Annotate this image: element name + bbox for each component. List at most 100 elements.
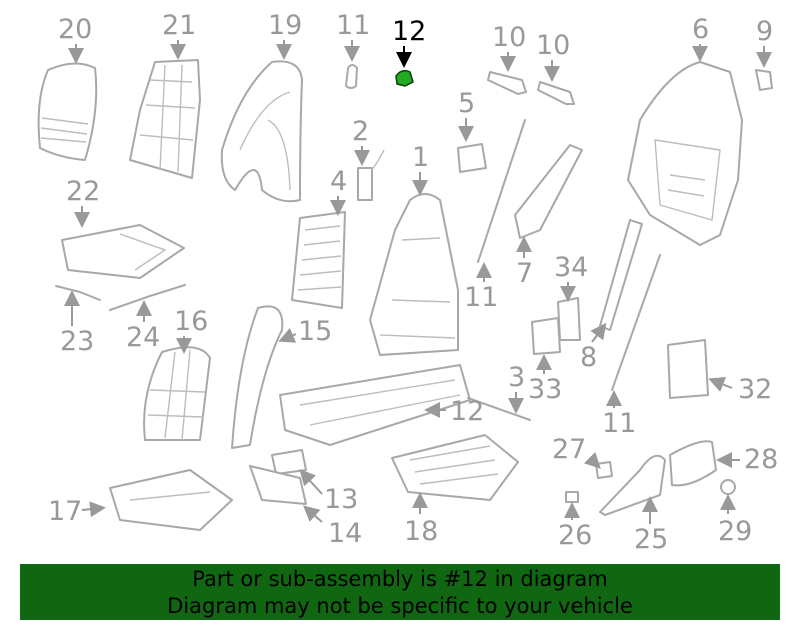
label-11a: 11 bbox=[464, 282, 498, 313]
label-20: 18 bbox=[404, 516, 438, 547]
callout-6: 6 bbox=[692, 14, 709, 62]
label-3: 3 bbox=[508, 362, 525, 393]
info-banner: Part or sub-assembly is #12 in diagram D… bbox=[20, 564, 780, 620]
callout-10a: 10 bbox=[492, 22, 526, 72]
label-21: 19 bbox=[268, 10, 302, 41]
callout-14: 12 bbox=[424, 396, 484, 427]
part-26-harness[interactable] bbox=[109, 284, 186, 311]
callout-3: 3 bbox=[508, 362, 525, 414]
callout-18: 16 bbox=[174, 306, 208, 354]
callout-11b: 11 bbox=[602, 390, 636, 439]
part-1-seat-frame[interactable] bbox=[369, 193, 459, 356]
label-6: 6 bbox=[692, 14, 709, 45]
callout-22: 20 bbox=[58, 14, 92, 64]
label-17: 15 bbox=[298, 316, 332, 347]
callout-9: 9 bbox=[756, 16, 773, 68]
part-8-rail[interactable] bbox=[599, 219, 643, 331]
label-10a: 10 bbox=[492, 22, 526, 53]
part-10-bracket-a[interactable] bbox=[487, 71, 527, 95]
callout-21: 19 bbox=[268, 10, 302, 60]
label-11b: 11 bbox=[602, 408, 636, 439]
label-18: 16 bbox=[174, 306, 208, 337]
part-21-backrest-cover[interactable] bbox=[220, 60, 303, 203]
part-16-lever[interactable] bbox=[249, 465, 307, 505]
callout-19: 17 bbox=[48, 496, 106, 527]
part-14-base-frame[interactable] bbox=[279, 364, 471, 446]
part-7-side-bracket[interactable] bbox=[514, 144, 583, 239]
label-32: 32 bbox=[738, 374, 772, 405]
part-33-relay[interactable] bbox=[531, 317, 561, 355]
label-33: 33 bbox=[528, 374, 562, 405]
part-13-clip[interactable] bbox=[345, 64, 358, 89]
callout-29: 27 bbox=[552, 434, 601, 469]
label-12: 12 bbox=[392, 16, 426, 47]
part-17-side-cover[interactable] bbox=[231, 305, 284, 449]
callout-28: 26 bbox=[558, 502, 592, 551]
part-23-back-panel[interactable] bbox=[129, 59, 201, 179]
part-25-harness[interactable] bbox=[55, 285, 101, 301]
part-6-seat-back-shell[interactable] bbox=[627, 61, 743, 246]
part-2-actuator[interactable] bbox=[357, 167, 373, 201]
banner-line-2: Diagram may not be specific to your vehi… bbox=[167, 594, 633, 618]
label-31: 29 bbox=[718, 516, 752, 547]
label-8: 8 bbox=[580, 342, 597, 373]
callout-34: 34 bbox=[554, 252, 588, 302]
part-18-backrest-cushion[interactable] bbox=[143, 346, 211, 441]
callout-8: 8 bbox=[580, 322, 607, 373]
part-32-control-module[interactable] bbox=[667, 339, 709, 399]
callout-1: 1 bbox=[412, 142, 429, 196]
callout-2: 2 bbox=[352, 116, 370, 166]
part-5-block[interactable] bbox=[457, 143, 487, 173]
label-16: 14 bbox=[328, 518, 362, 549]
part-4-mesh-panel[interactable] bbox=[291, 211, 346, 309]
callout-17: 15 bbox=[278, 316, 332, 347]
callout-23: 21 bbox=[162, 10, 196, 60]
label-1: 1 bbox=[412, 142, 429, 173]
callout-31: 29 bbox=[718, 494, 752, 547]
part-29-clip[interactable] bbox=[595, 461, 613, 479]
callout-27: 25 bbox=[634, 496, 668, 555]
part-34-bracket[interactable] bbox=[557, 297, 581, 341]
callout-24: 22 bbox=[66, 176, 100, 228]
label-34: 34 bbox=[554, 252, 588, 283]
part-3-rod[interactable] bbox=[467, 397, 531, 421]
callout-30: 28 bbox=[716, 444, 778, 475]
part-11-strut-a[interactable] bbox=[477, 119, 526, 263]
part-15-bracket[interactable] bbox=[271, 449, 307, 475]
parts-diagram: 20 21 19 11 12 10 10 6 9 5 2 1 bbox=[37, 10, 778, 555]
callout-32: 32 bbox=[708, 374, 772, 405]
callout-16: 14 bbox=[302, 505, 362, 549]
callout-12: 12 bbox=[392, 16, 426, 68]
part-9-clip[interactable] bbox=[755, 69, 773, 91]
label-26: 24 bbox=[126, 322, 160, 353]
label-15: 13 bbox=[324, 484, 358, 515]
label-23: 21 bbox=[162, 10, 196, 41]
part-22-headrest[interactable] bbox=[37, 62, 98, 161]
label-28: 26 bbox=[558, 520, 592, 551]
label-14: 12 bbox=[450, 396, 484, 427]
part-27-side-trim[interactable] bbox=[599, 454, 666, 516]
label-5: 5 bbox=[458, 88, 475, 119]
label-24: 22 bbox=[66, 176, 100, 207]
callout-26: 24 bbox=[126, 300, 160, 353]
part-11-strut-b[interactable] bbox=[611, 254, 661, 391]
callout-15: 13 bbox=[299, 469, 358, 515]
part-31-knob[interactable] bbox=[720, 479, 736, 495]
label-10b: 10 bbox=[536, 30, 570, 61]
callout-4: 4 bbox=[330, 166, 347, 216]
part-24-cushion[interactable] bbox=[61, 224, 185, 279]
callout-10b: 10 bbox=[536, 30, 570, 82]
callout-33: 33 bbox=[528, 354, 562, 405]
callout-11a: 11 bbox=[464, 262, 498, 313]
label-2: 2 bbox=[352, 116, 369, 147]
part-28-clip[interactable] bbox=[565, 491, 579, 503]
part-12-highlighted[interactable] bbox=[395, 69, 414, 87]
part-10-bracket-b[interactable] bbox=[537, 81, 575, 105]
part-30-switch-panel[interactable] bbox=[669, 440, 717, 487]
label-30: 28 bbox=[744, 444, 778, 475]
label-19: 17 bbox=[48, 496, 82, 527]
part-19-seat-cushion[interactable] bbox=[109, 469, 233, 531]
part-20-seat-pad[interactable] bbox=[391, 434, 519, 501]
label-13: 11 bbox=[336, 10, 370, 41]
label-29: 27 bbox=[552, 434, 586, 465]
